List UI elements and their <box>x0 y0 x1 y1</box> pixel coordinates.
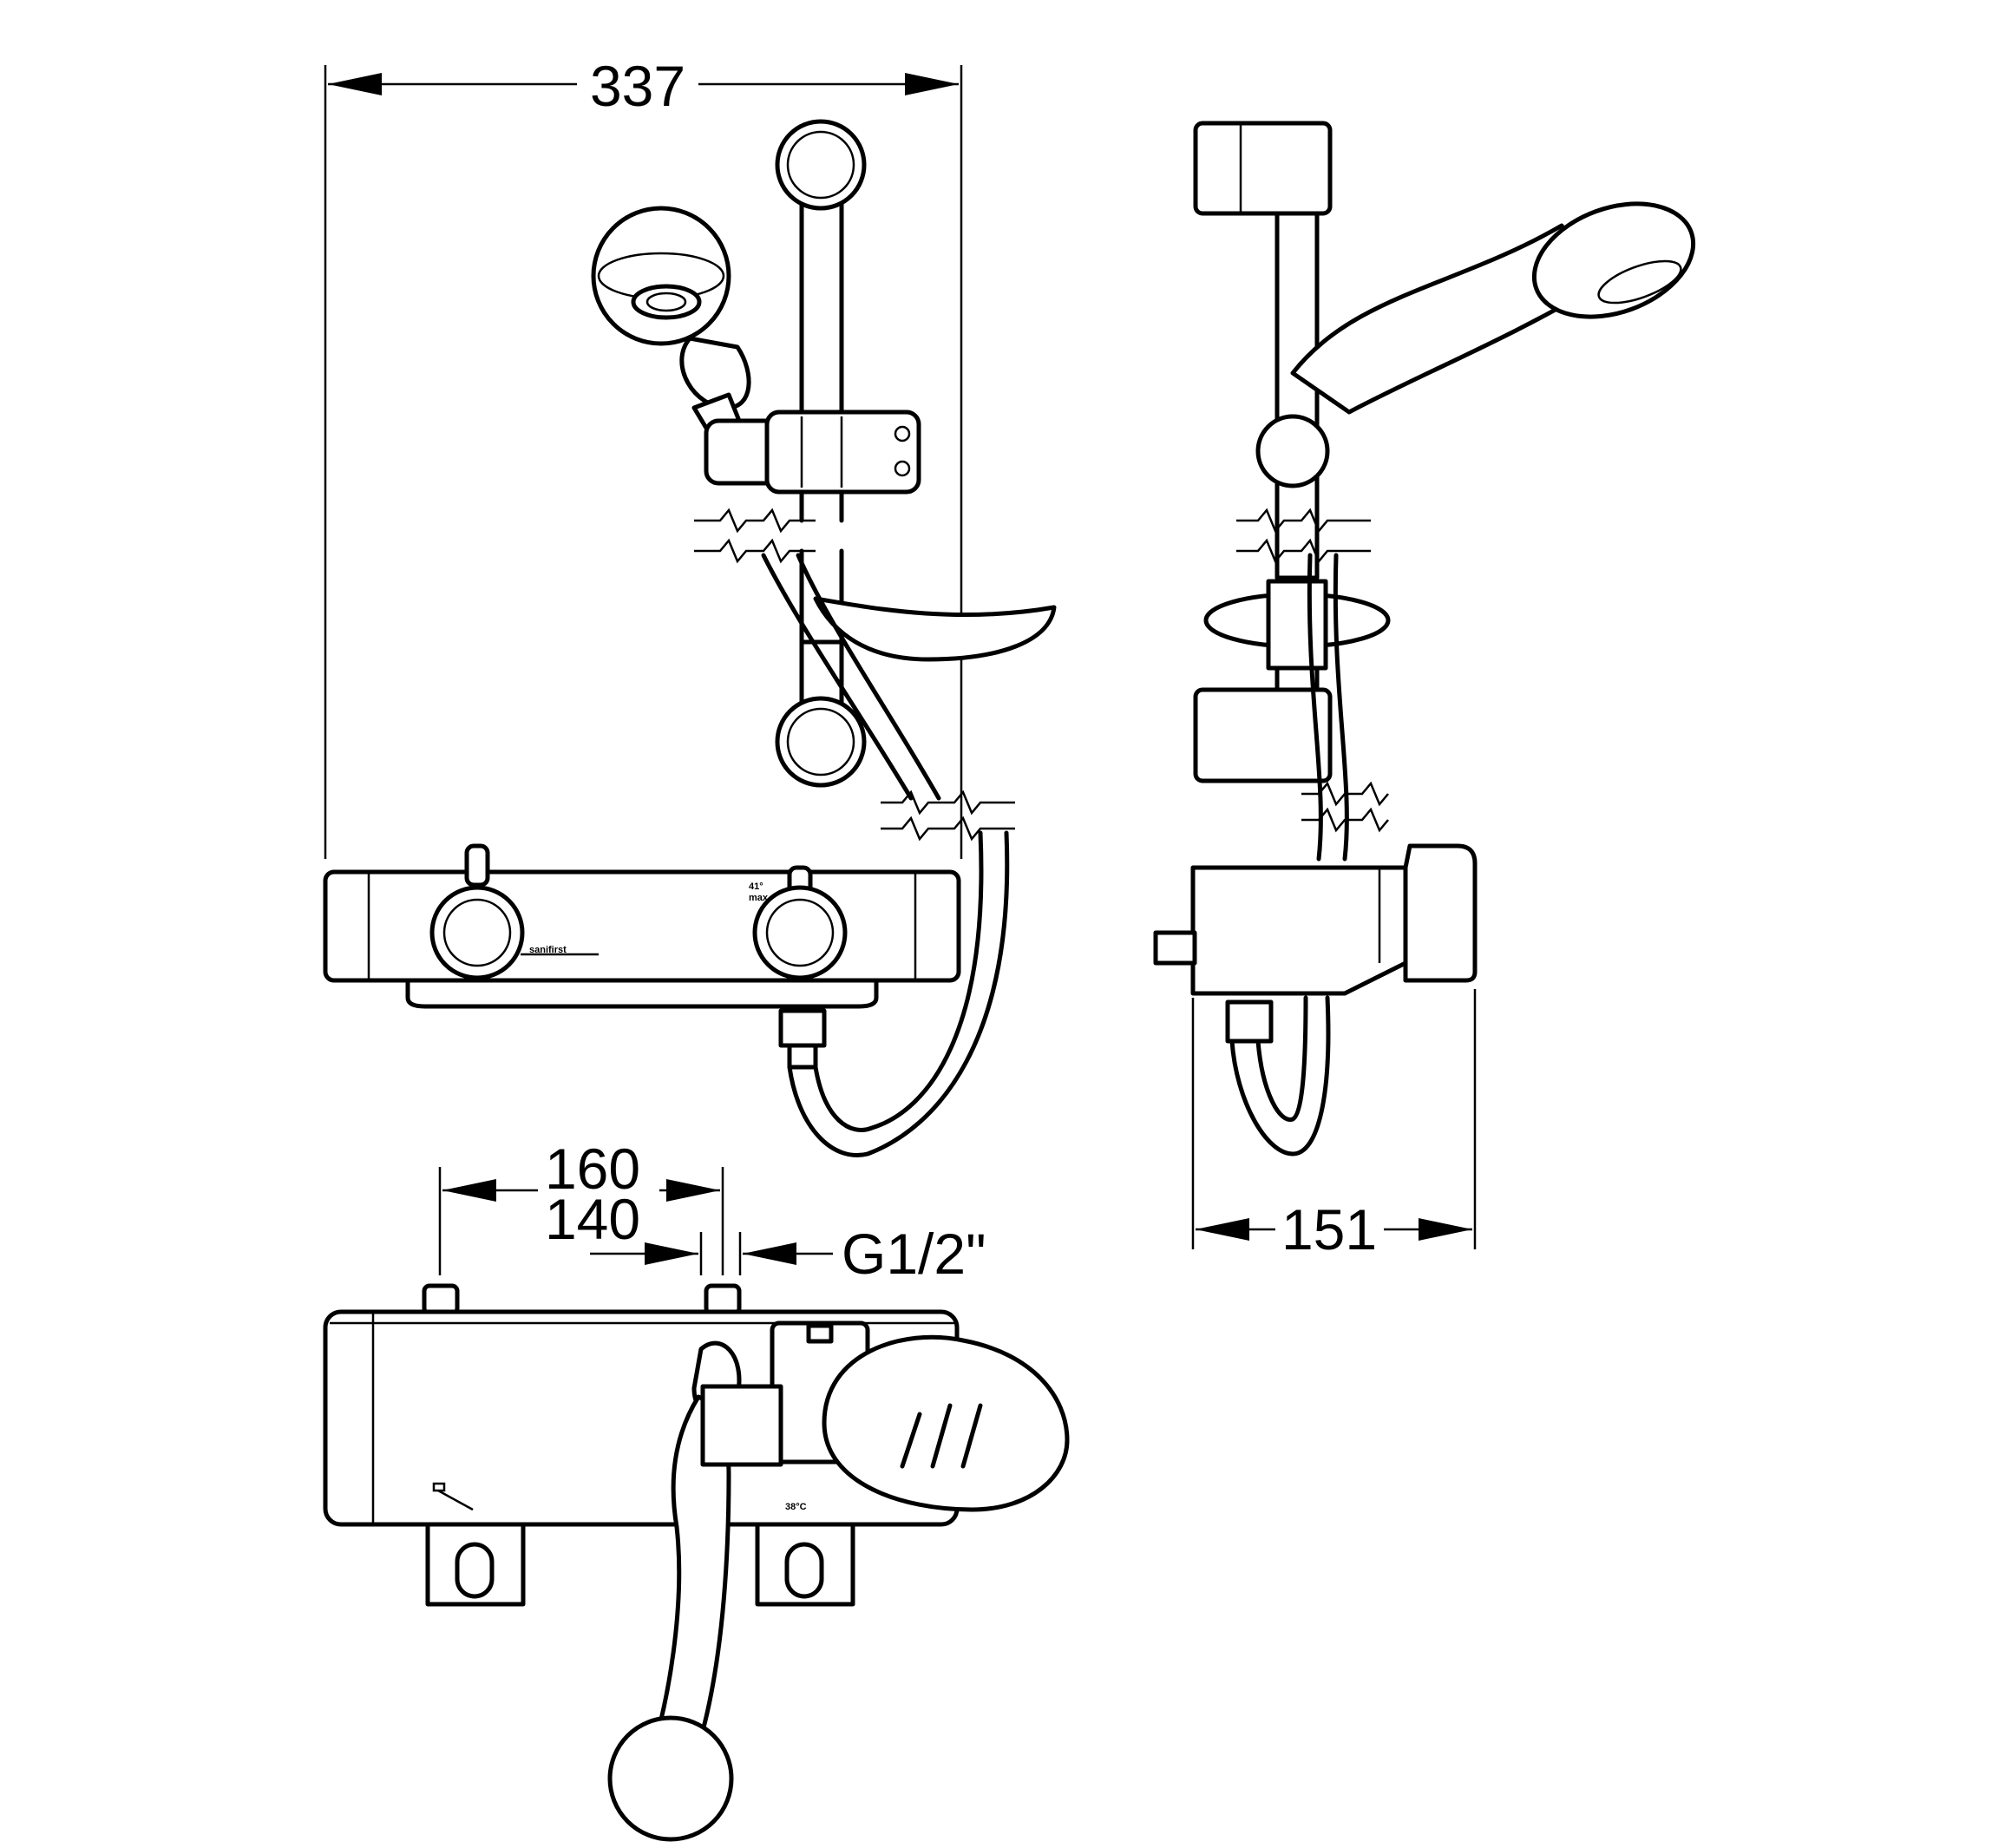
dimension-label-160: 160 <box>545 1137 640 1201</box>
slider-holder <box>704 410 921 495</box>
hand-shower <box>591 206 751 454</box>
thermostat-body-front: 41° max sanifirst <box>323 843 961 1009</box>
toothbrush-icon <box>432 1482 474 1511</box>
temp-max-label: max <box>749 893 769 903</box>
slide-rail-upper <box>775 119 867 419</box>
temp-max-marking: 41° <box>749 881 763 892</box>
top-view: 160 140 G1/2" 38°C <box>323 1137 1070 1842</box>
dimension-depth-side: 151 <box>1191 989 1477 1261</box>
dimension-label-140: 140 <box>545 1187 640 1251</box>
soap-dish <box>813 596 1057 662</box>
dimension-label-151: 151 <box>1281 1197 1377 1261</box>
side-hand-shower <box>1255 201 1696 488</box>
side-view: 151 <box>1153 121 1696 1261</box>
temp-default-marking: 38°C <box>785 1502 807 1512</box>
wall-bracket-bottom <box>1193 687 1333 783</box>
wall-bracket-top <box>1193 121 1333 216</box>
thermostat-body-side <box>1153 843 1478 996</box>
side-rail <box>1274 211 1320 580</box>
dimension-inlet-spacing: 160 140 G1/2" <box>438 1137 986 1286</box>
dimension-label-thread: G1/2" <box>842 1222 986 1286</box>
dimension-label-337: 337 <box>590 54 685 118</box>
front-view: 337 <box>323 54 1057 1157</box>
top-hand-shower <box>607 1340 783 1842</box>
outlet-hose <box>778 830 1010 1157</box>
brand-logo: sanifirst <box>529 945 567 955</box>
dimension-width-front: 337 <box>324 54 963 859</box>
rail-lower-section <box>694 489 1057 842</box>
mounting-feet <box>425 1522 855 1607</box>
